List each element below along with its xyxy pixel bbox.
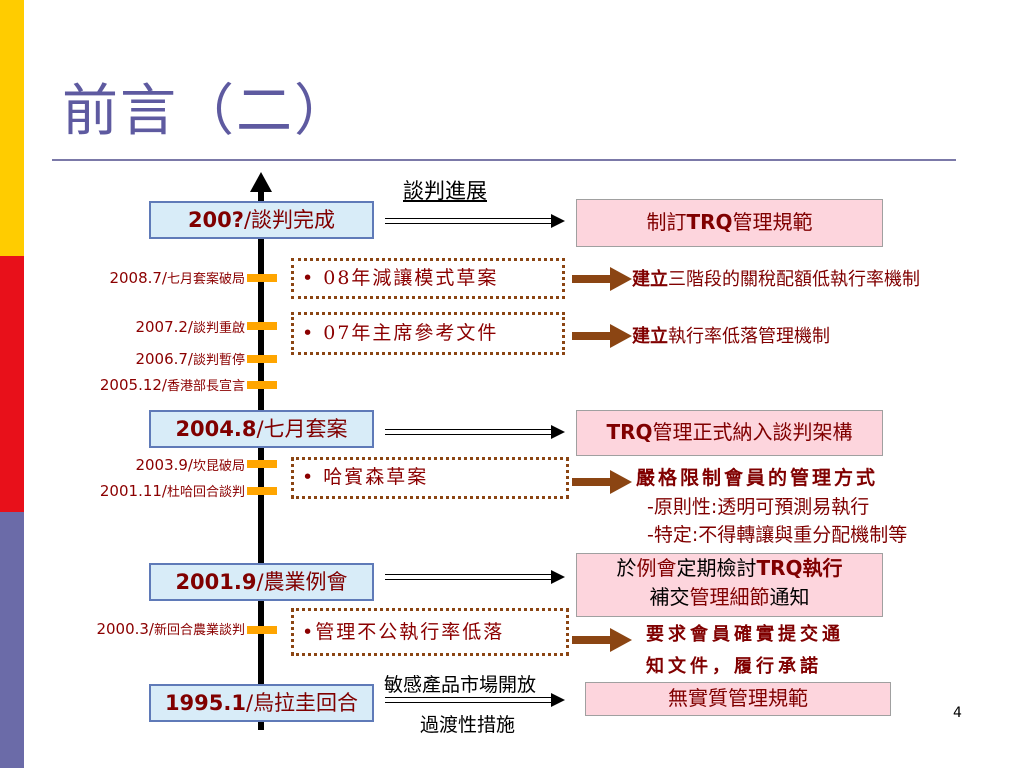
timeline-arrow-up-icon [250, 172, 272, 192]
note-specific: -特定:不得轉讓與重分配機制等 [647, 524, 908, 546]
title-divider [52, 159, 956, 161]
arrow-head-icon [551, 570, 565, 584]
draft-box: • 07年主席參考文件 [291, 312, 565, 355]
brown-arrow [572, 636, 612, 644]
double-arrow [385, 697, 553, 703]
draft-box: • 08年減讓模式草案 [291, 258, 565, 299]
sidebar-stripe-blue [0, 512, 24, 768]
page-number: 4 [953, 705, 962, 721]
sidebar-stripe-red [0, 256, 24, 512]
arrow-head-icon [551, 425, 565, 439]
milestone-box: 200?/談判完成 [149, 201, 374, 239]
double-arrow [385, 218, 553, 224]
note-low-rate: 建立執行率低落管理機制 [632, 326, 830, 347]
arrow-label-above: 敏感產品市場開放 [384, 674, 537, 696]
note-strict-limits: 嚴格限制會員的管理方式 [636, 467, 879, 489]
date-label: 2007.2/談判重啟 [135, 318, 245, 336]
arrow-head-icon [551, 214, 565, 228]
tick-2000-3 [247, 626, 277, 634]
tick-2007-2 [247, 322, 277, 330]
milestone-box: 2001.9/農業例會 [149, 563, 374, 601]
arrow-head-icon [610, 628, 632, 652]
date-label: 2006.7/談判暫停 [135, 350, 245, 368]
result-box-trq-review: 於例會定期檢討TRQ執行 補交管理細節通知 [576, 553, 883, 617]
milestone-box: 1995.1/烏拉圭回合 [149, 684, 374, 722]
brown-arrow [572, 332, 612, 340]
draft-box: •管理不公執行率低落 [291, 608, 569, 656]
date-label: 2000.3/新回合農業談判 [96, 620, 245, 638]
date-label: 2001.11/杜哈回合談判 [99, 482, 245, 500]
arrow-label-below: 過渡性措施 [420, 714, 516, 736]
page-title: 前言（二） [62, 79, 352, 144]
arrow-head-icon [610, 470, 632, 494]
draft-box: • 哈賓森草案 [291, 457, 569, 499]
note-submit-line2: 知文件，履行承諾 [646, 656, 822, 677]
brown-arrow [572, 275, 612, 283]
arrow-head-icon [610, 267, 632, 291]
tick-2005-12 [247, 381, 277, 389]
note-principle: -原則性:透明可預測易執行 [647, 496, 870, 518]
brown-arrow [572, 478, 612, 486]
tick-2006-7 [247, 355, 277, 363]
result-box-trq-framework: TRQ管理正式納入談判架構 [576, 410, 883, 456]
progress-heading: 談判進展 [403, 179, 487, 203]
note-submit-line1: 要求會員確實提交通 [646, 624, 844, 645]
date-label: 2003.9/坎昆破局 [135, 456, 245, 474]
tick-2003-9 [247, 460, 277, 468]
result-box-trq-rules: 制訂TRQ管理規範 [576, 199, 883, 247]
double-arrow [385, 574, 553, 580]
double-arrow [385, 429, 553, 435]
date-label: 2008.7/七月套案破局 [109, 269, 245, 287]
arrow-head-icon [610, 324, 632, 348]
date-label: 2005.12/香港部長宣言 [99, 376, 245, 394]
result-box-no-rules: 無實質管理規範 [585, 682, 891, 716]
arrow-head-icon [551, 693, 565, 707]
milestone-box: 2004.8/七月套案 [149, 410, 374, 448]
note-three-stage: 建立三階段的關稅配額低執行率機制 [632, 269, 920, 290]
tick-2008-7 [247, 274, 277, 282]
sidebar-stripe-yellow [0, 0, 24, 256]
tick-2001-11 [247, 487, 277, 495]
